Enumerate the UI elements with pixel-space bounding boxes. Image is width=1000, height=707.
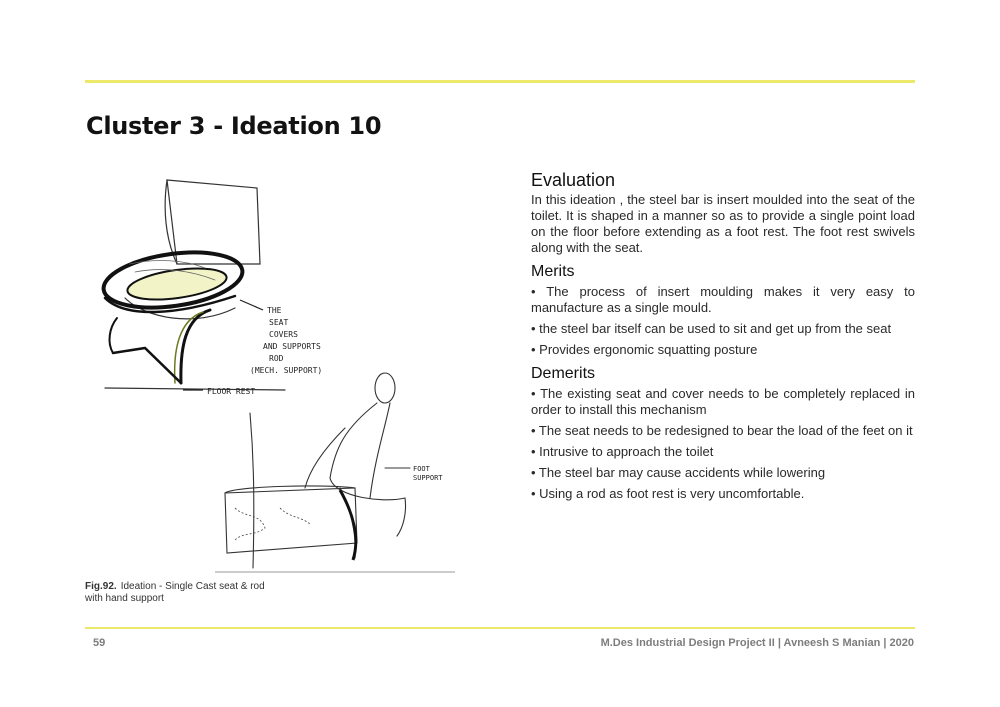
footer-credit: M.Des Industrial Design Project II | Avn…	[600, 637, 914, 649]
evaluation-section: Evaluation In this ideation , the steel …	[531, 168, 915, 507]
figure-caption-text: Ideation - Single Cast seat & rod with h…	[85, 581, 265, 604]
merit-item: • the steel bar itself can be used to si…	[531, 321, 892, 336]
merits-list: • The process of insert moulding makes i…	[531, 284, 915, 358]
svg-text:AND SUPPORTS: AND SUPPORTS	[263, 342, 321, 351]
svg-text:ROD: ROD	[269, 354, 284, 363]
merit-item: • The process of insert moulding makes i…	[531, 284, 915, 315]
figure-caption: Fig.92.Ideation - Single Cast seat & rod…	[85, 581, 265, 605]
top-divider	[85, 80, 915, 83]
demerit-item: • Intrusive to approach the toilet	[531, 444, 714, 459]
figure-label: Fig.92.	[85, 581, 117, 592]
page-title: Cluster 3 - Ideation 10	[86, 112, 382, 140]
demerit-item: • The steel bar may cause accidents whil…	[531, 465, 826, 480]
svg-text:THE: THE	[267, 306, 282, 315]
bottom-divider	[85, 627, 915, 629]
evaluation-heading: Evaluation	[531, 170, 616, 190]
demerit-item: • Using a rod as foot rest is very uncom…	[531, 486, 805, 501]
svg-text:FLOOR REST: FLOOR REST	[207, 387, 255, 396]
demerit-item: • The existing seat and cover needs to b…	[531, 386, 915, 417]
demerit-item: • The seat needs to be redesigned to bea…	[531, 423, 913, 438]
svg-text:(MECH. SUPPORT): (MECH. SUPPORT)	[250, 366, 322, 375]
merit-item: • Provides ergonomic squatting posture	[531, 342, 758, 357]
svg-text:FOOT: FOOT	[413, 465, 431, 473]
demerits-heading: Demerits	[531, 365, 596, 382]
svg-text:SEAT: SEAT	[269, 318, 288, 327]
evaluation-text: In this ideation , the steel bar is inse…	[531, 192, 915, 255]
svg-text:SUPPORT: SUPPORT	[413, 474, 443, 482]
svg-text:COVERS: COVERS	[269, 330, 298, 339]
toilet-sketch-illustration: THE SEAT COVERS AND SUPPORTS ROD (MECH. …	[101, 179, 455, 573]
page-number: 59	[93, 637, 106, 649]
merits-heading: Merits	[531, 263, 575, 280]
demerits-list: • The existing seat and cover needs to b…	[531, 386, 915, 502]
